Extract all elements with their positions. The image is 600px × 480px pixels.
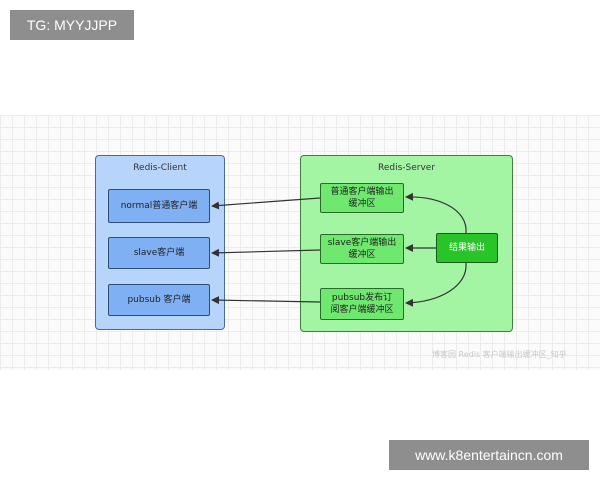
pubsub-output-buffer-line1: pubsub发布订 (331, 293, 393, 303)
site-url-label: www.k8entertaincn.com (389, 440, 589, 470)
redis-client-title: Redis-Client (133, 163, 187, 173)
arrow-normal-to-client (211, 197, 321, 210)
tg-label: TG: MYYJJPP (10, 10, 134, 40)
slave-output-buffer-line2: 缓冲区 (348, 250, 376, 260)
redis-server-title: Redis-Server (377, 163, 436, 173)
normal-client-label: normal普通客户端 (120, 201, 198, 211)
normal-output-buffer-box: 普通客户端输出 缓冲区 (320, 183, 404, 213)
slave-client-label: slave客户端 (133, 248, 185, 258)
arrow-slave-to-client (211, 248, 321, 257)
pubsub-output-buffer-box: pubsub发布订 阅客户端缓冲区 (320, 288, 404, 320)
pubsub-client-label: pubsub 客户端 (127, 295, 191, 305)
slave-client-box: slave客户端 (108, 237, 210, 269)
normal-output-buffer-line2: 缓冲区 (348, 199, 376, 209)
watermark-text: 博客园 Redis 客户端输出缓冲区_知乎 (432, 350, 567, 359)
arrow-pubsub-to-client (211, 296, 321, 305)
result-output-box: 结果输出 (436, 233, 498, 263)
normal-client-box: normal普通客户端 (108, 189, 210, 223)
pubsub-client-box: pubsub 客户端 (108, 284, 210, 316)
arrow-result-to-pubsub-buffer (405, 262, 467, 307)
pubsub-output-buffer-line2: 阅客户端缓冲区 (330, 305, 394, 315)
normal-output-buffer-line1: 普通客户端输出 (330, 187, 394, 197)
slave-output-buffer-line1: slave客户端输出 (327, 238, 397, 248)
arrow-result-to-normal-buffer (405, 192, 467, 234)
slave-output-buffer-box: slave客户端输出 缓冲区 (320, 234, 404, 264)
result-output-label: 结果输出 (448, 243, 485, 253)
